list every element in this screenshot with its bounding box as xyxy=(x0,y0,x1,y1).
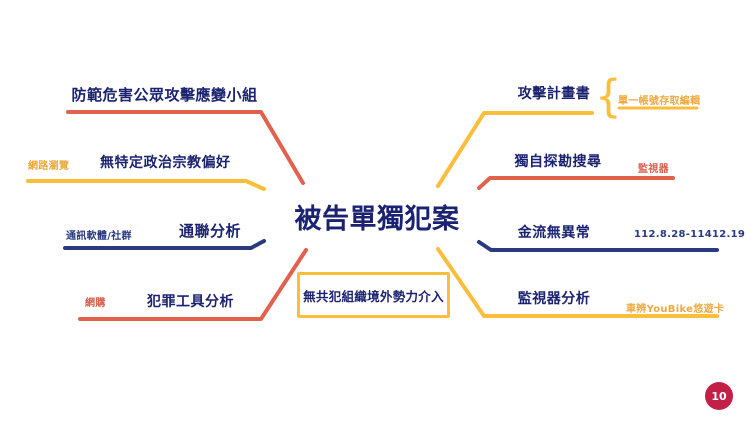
branch-note-cctv: 監視器 xyxy=(638,164,669,175)
page-number: 10 xyxy=(711,389,727,403)
brace-icon: { xyxy=(595,70,622,123)
branch-label-response-team: 防範危害公眾攻擊應變小組 xyxy=(71,86,258,104)
branch-line-mid-lower-left xyxy=(63,239,266,250)
branch-line-mid-upper-right xyxy=(477,176,675,190)
branch-label-no-political-religious: 無特定政治宗教偏好 xyxy=(100,155,231,171)
branch-line-top-right xyxy=(436,111,594,188)
branch-label-cash-flow-normal: 金流無異常 xyxy=(517,225,591,241)
central-topic: 被告單獨犯案 xyxy=(294,204,460,235)
branch-note-online-shopping: 網購 xyxy=(85,298,106,309)
branch-label-crime-tool-analysis: 犯罪工具分析 xyxy=(147,294,234,310)
callout-box-label: 無共犯組織境外勢力介入 xyxy=(303,288,444,304)
branch-label-attack-plan: 攻擊計畫書 xyxy=(517,86,591,102)
branch-line-bottom-right xyxy=(436,247,719,318)
branch-label-call-record-analysis: 通聯分析 xyxy=(178,222,241,240)
branch-note-web-browsing: 網路瀏覽 xyxy=(28,161,70,172)
branch-label-solo-scouting: 獨自探勘搜尋 xyxy=(514,154,602,170)
callout-box: 無共犯組織境外勢力介入 xyxy=(297,272,450,318)
branch-line-mid-upper-left xyxy=(26,179,266,191)
branch-note-messaging-social: 通訊軟體/社群 xyxy=(66,231,132,242)
branch-line-mid-lower-right xyxy=(477,240,719,252)
page-number-badge: 10 xyxy=(705,382,733,410)
branch-note-single-account-access: 單一帳號存取編輯 xyxy=(618,96,701,107)
branch-line-top-left xyxy=(66,110,305,185)
branch-line-bottom-left xyxy=(78,248,308,321)
branch-note-plate-youbike-easycard: 車辨YouBike悠遊卡 xyxy=(626,304,725,315)
branch-label-cctv-analysis: 監視器分析 xyxy=(517,291,591,307)
branch-note-date-range: 112.8.28-11412.19 xyxy=(634,229,746,240)
